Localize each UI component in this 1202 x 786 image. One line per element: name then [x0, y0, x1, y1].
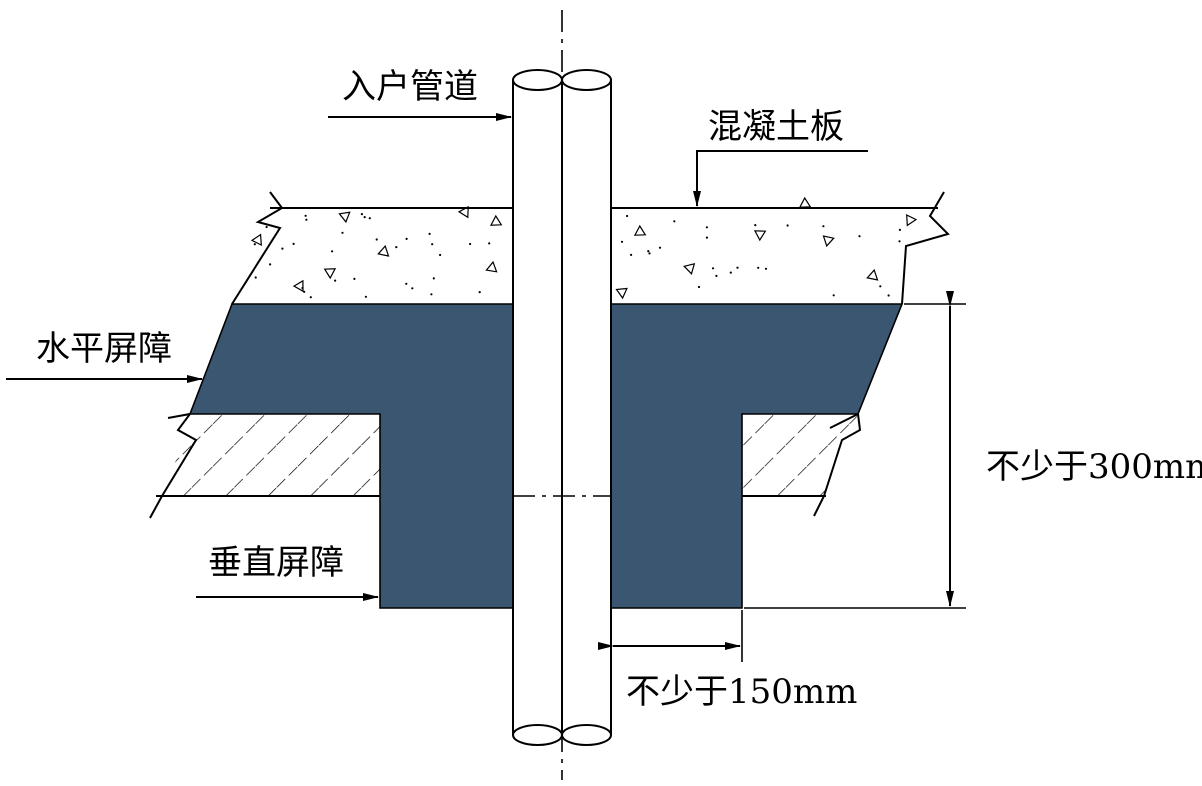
pipe-top-end-left — [512, 69, 563, 91]
width-dimension-label: 不少于150mm — [626, 672, 857, 712]
aggregate-dot — [858, 235, 861, 238]
vertical-barrier-label: 垂直屏障 — [208, 543, 344, 583]
aggregate-dot — [705, 236, 709, 239]
aggregate-dot — [626, 214, 629, 218]
aggregate-dot — [822, 225, 825, 228]
aggregate-dot — [375, 238, 378, 241]
aggregate-mark — [753, 230, 767, 242]
aggregate-dot — [754, 224, 757, 227]
aggregate-dot — [353, 277, 356, 280]
pipe-top-end-right — [561, 69, 612, 91]
aggregate-mark — [615, 287, 628, 300]
horizontal-barrier-label: 水平屏障 — [36, 329, 172, 369]
concrete-aggregate-marks — [250, 196, 918, 300]
aggregate-dot — [432, 277, 435, 280]
aggregate-dot — [715, 274, 718, 277]
aggregate-dot — [281, 247, 284, 250]
aggregate-dot — [405, 237, 408, 240]
aggregate-dot — [711, 267, 715, 270]
aggregate-dot — [431, 243, 434, 246]
width-dimension — [598, 610, 743, 662]
aggregate-mark — [457, 205, 469, 219]
depth-dimension-label: 不少于300mm — [986, 447, 1202, 487]
aggregate-dot — [488, 242, 491, 245]
aggregate-mark — [323, 268, 337, 280]
slab-label: 混凝土板 — [708, 107, 844, 147]
aggregate-dot — [898, 228, 902, 231]
aggregate-mark — [866, 268, 879, 281]
aggregate-dot — [697, 285, 701, 289]
aggregate-dot — [304, 214, 307, 217]
aggregate-dot — [630, 253, 633, 256]
soil-layer — [149, 412, 862, 519]
aggregate-dot — [368, 217, 371, 220]
aggregate-dot — [341, 231, 344, 234]
aggregate-mark — [683, 262, 696, 275]
aggregate-dot — [363, 216, 366, 219]
aggregate-mark — [292, 279, 304, 293]
aggregate-mark — [485, 260, 498, 273]
aggregate-dot — [658, 246, 662, 249]
aggregate-dot — [469, 242, 472, 246]
aggregate-dot — [395, 246, 398, 249]
aggregate-dot — [647, 250, 650, 253]
aggregate-dot — [764, 267, 768, 270]
aggregate-dot — [729, 271, 732, 274]
pipe-bottom-end-right — [561, 724, 612, 746]
aggregate-dot — [898, 240, 901, 243]
aggregate-dot — [411, 287, 414, 290]
aggregate-mark — [338, 211, 351, 224]
aggregate-mark — [377, 244, 390, 257]
aggregate-dot — [360, 213, 363, 216]
aggregate-dot — [303, 290, 306, 293]
aggregate-mark — [906, 214, 918, 227]
aggregate-dot — [620, 240, 624, 243]
aggregate-dot — [705, 226, 709, 229]
aggregate-dot — [301, 286, 304, 290]
aggregate-dot — [331, 250, 334, 253]
aggregate-dot — [673, 220, 676, 223]
aggregate-mark — [798, 196, 812, 208]
aggregate-mark — [489, 214, 503, 226]
aggregate-dot — [439, 253, 442, 257]
aggregate-mark — [633, 224, 647, 236]
aggregate-dot — [879, 285, 882, 288]
aggregate-dot — [292, 242, 295, 245]
aggregate-dot — [254, 276, 257, 279]
aggregate-dot — [269, 263, 272, 266]
aggregate-mark — [822, 235, 835, 248]
aggregate-dot — [832, 294, 835, 297]
aggregate-dot — [405, 282, 408, 285]
aggregate-dot — [253, 243, 256, 246]
aggregate-mark — [250, 233, 262, 247]
aggregate-dot — [265, 225, 268, 229]
depth-dimension — [744, 291, 966, 609]
pipe-bottom-end-left — [512, 724, 563, 746]
aggregate-dot — [887, 294, 890, 297]
aggregate-dot — [736, 266, 739, 269]
aggregate-dot — [478, 291, 481, 294]
aggregate-dot — [648, 252, 651, 255]
aggregate-dot — [430, 293, 433, 296]
aggregate-dot — [334, 279, 337, 282]
pipe-label: 入户管道 — [342, 67, 478, 107]
slab-leader-arrow — [693, 150, 868, 207]
aggregate-dot — [428, 232, 431, 235]
aggregate-dot — [309, 296, 312, 299]
aggregate-dot — [757, 266, 760, 269]
aggregate-dot — [305, 218, 308, 221]
aggregate-dot — [786, 224, 789, 227]
aggregate-dot — [364, 295, 367, 298]
